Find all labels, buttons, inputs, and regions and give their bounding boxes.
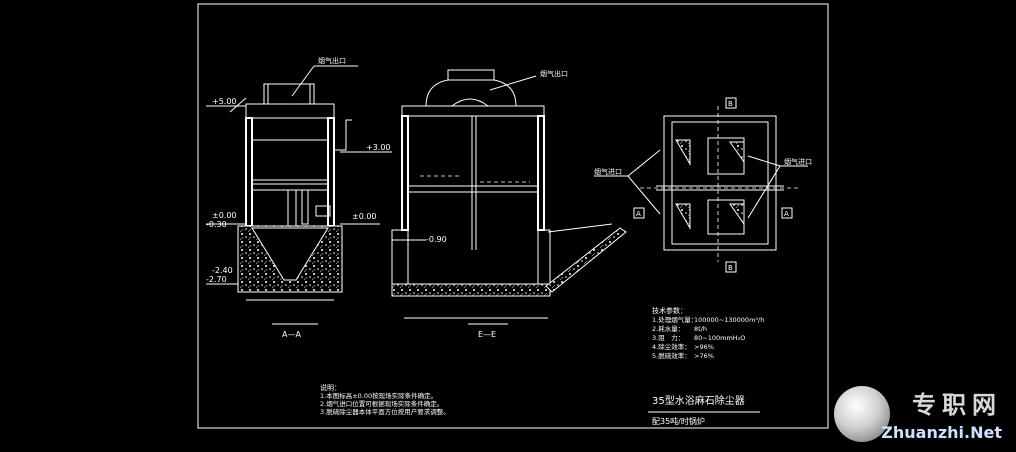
- watermark: 专职网 Zhuanzhi.Net: [881, 393, 1002, 441]
- watermark-globe-icon: [834, 386, 890, 442]
- label-smoke-out-aa: 烟气出口: [318, 56, 346, 65]
- elev-270: -2.70: [206, 275, 227, 284]
- plan-mark-b-bottom: B: [728, 264, 733, 272]
- drawing-subtitle: 配35吨/时锅炉: [652, 416, 705, 426]
- elev-000-mid: ±0.00: [352, 212, 377, 221]
- elev-000-left: ±0.00: [212, 211, 237, 220]
- notes-heading: 说明：: [320, 383, 341, 392]
- tech-row-4-key: 4.除尘效率：: [652, 342, 691, 351]
- elev-090: -0.90: [426, 235, 447, 244]
- notes-line-2: 2.烟气进口位置可根据现场实际条件确定。: [320, 399, 443, 408]
- elev-500: +5.00: [212, 97, 237, 106]
- section-aa-label: A—A: [282, 330, 301, 339]
- watermark-en: Zhuanzhi.Net: [881, 423, 1002, 442]
- tech-row-5-key: 5.脱硫效率：: [652, 351, 691, 360]
- tech-row-3-val: 80~100mmH₂O: [694, 334, 745, 342]
- section-ee-label: E—E: [478, 330, 496, 339]
- notes-line-3: 3.脱硫除尘器本体平面方位按用户要求调整。: [320, 407, 450, 416]
- plan-view: [594, 97, 808, 273]
- section-ee: [391, 69, 627, 325]
- elev-030: -0.30: [206, 220, 227, 229]
- tech-row-1-val: 100000~130000m³/h: [694, 316, 764, 324]
- plan-mark-b-top: B: [728, 100, 733, 108]
- tech-heading: 技术参数：: [652, 306, 687, 315]
- elev-240: -2.40: [212, 266, 233, 275]
- label-smoke-out-ee: 烟气出口: [540, 69, 568, 78]
- tech-row-2-key: 2.耗水量：: [652, 324, 684, 333]
- section-aa: [206, 65, 392, 325]
- watermark-cn: 专职网: [912, 391, 1002, 419]
- label-smoke-in-plan-left: 烟气进口: [594, 167, 622, 176]
- tech-row-4-val: >96%: [694, 343, 714, 351]
- notes-line-1: 1.本图标高±0.00按现场实际条件确定。: [320, 391, 437, 400]
- label-smoke-in-plan-right: 烟气进口: [784, 157, 812, 166]
- tech-row-2-val: 8t/h: [694, 325, 707, 333]
- plan-mark-a-left: A: [636, 210, 641, 218]
- drawing-title: 35型水浴麻石除尘器: [652, 394, 745, 407]
- drawing-border: [197, 3, 829, 429]
- tech-row-5-val: >76%: [694, 352, 714, 360]
- elev-300: +3.00: [366, 143, 391, 152]
- tech-row-1-key: 1.处理烟气量：: [652, 315, 697, 324]
- tech-row-3-key: 3.阻 力：: [652, 333, 684, 342]
- plan-mark-a-right: A: [784, 210, 789, 218]
